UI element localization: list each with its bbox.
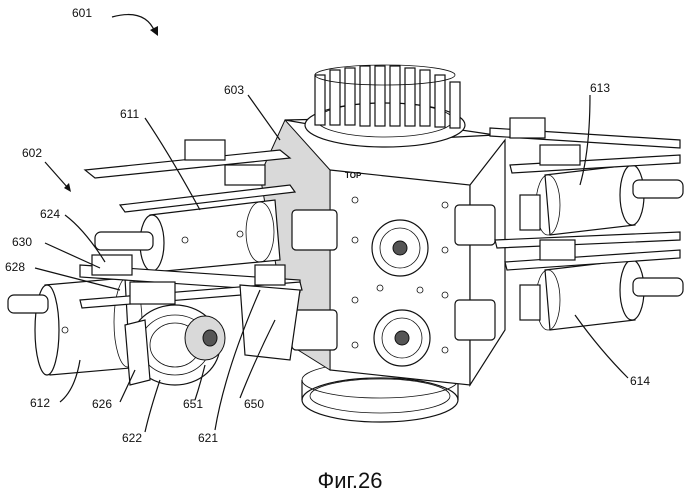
- label-613: 613: [590, 81, 610, 95]
- gear-motor-651: [125, 305, 225, 385]
- label-630: 630: [12, 235, 32, 249]
- label-612: 612: [30, 396, 50, 410]
- label-602: 602: [22, 146, 42, 160]
- label-611: 611: [120, 107, 139, 121]
- actuator-614: [536, 260, 683, 330]
- label-622: 622: [122, 431, 142, 445]
- actuator-612: [8, 277, 142, 375]
- central-body: TOP: [260, 118, 505, 385]
- label-628: 628: [5, 260, 25, 274]
- figure-caption: Фиг.26: [318, 468, 383, 493]
- label-650: 650: [244, 397, 264, 411]
- top-stud-ring: [305, 65, 465, 147]
- label-621: 621: [198, 431, 218, 445]
- label-603: 603: [224, 83, 244, 97]
- top-stamp: TOP: [345, 171, 362, 180]
- label-651: 651: [183, 397, 203, 411]
- label-624: 624: [40, 207, 60, 221]
- label-626: 626: [92, 397, 112, 411]
- label-601: 601: [72, 6, 92, 20]
- label-614: 614: [630, 374, 650, 388]
- actuator-613: [536, 165, 683, 235]
